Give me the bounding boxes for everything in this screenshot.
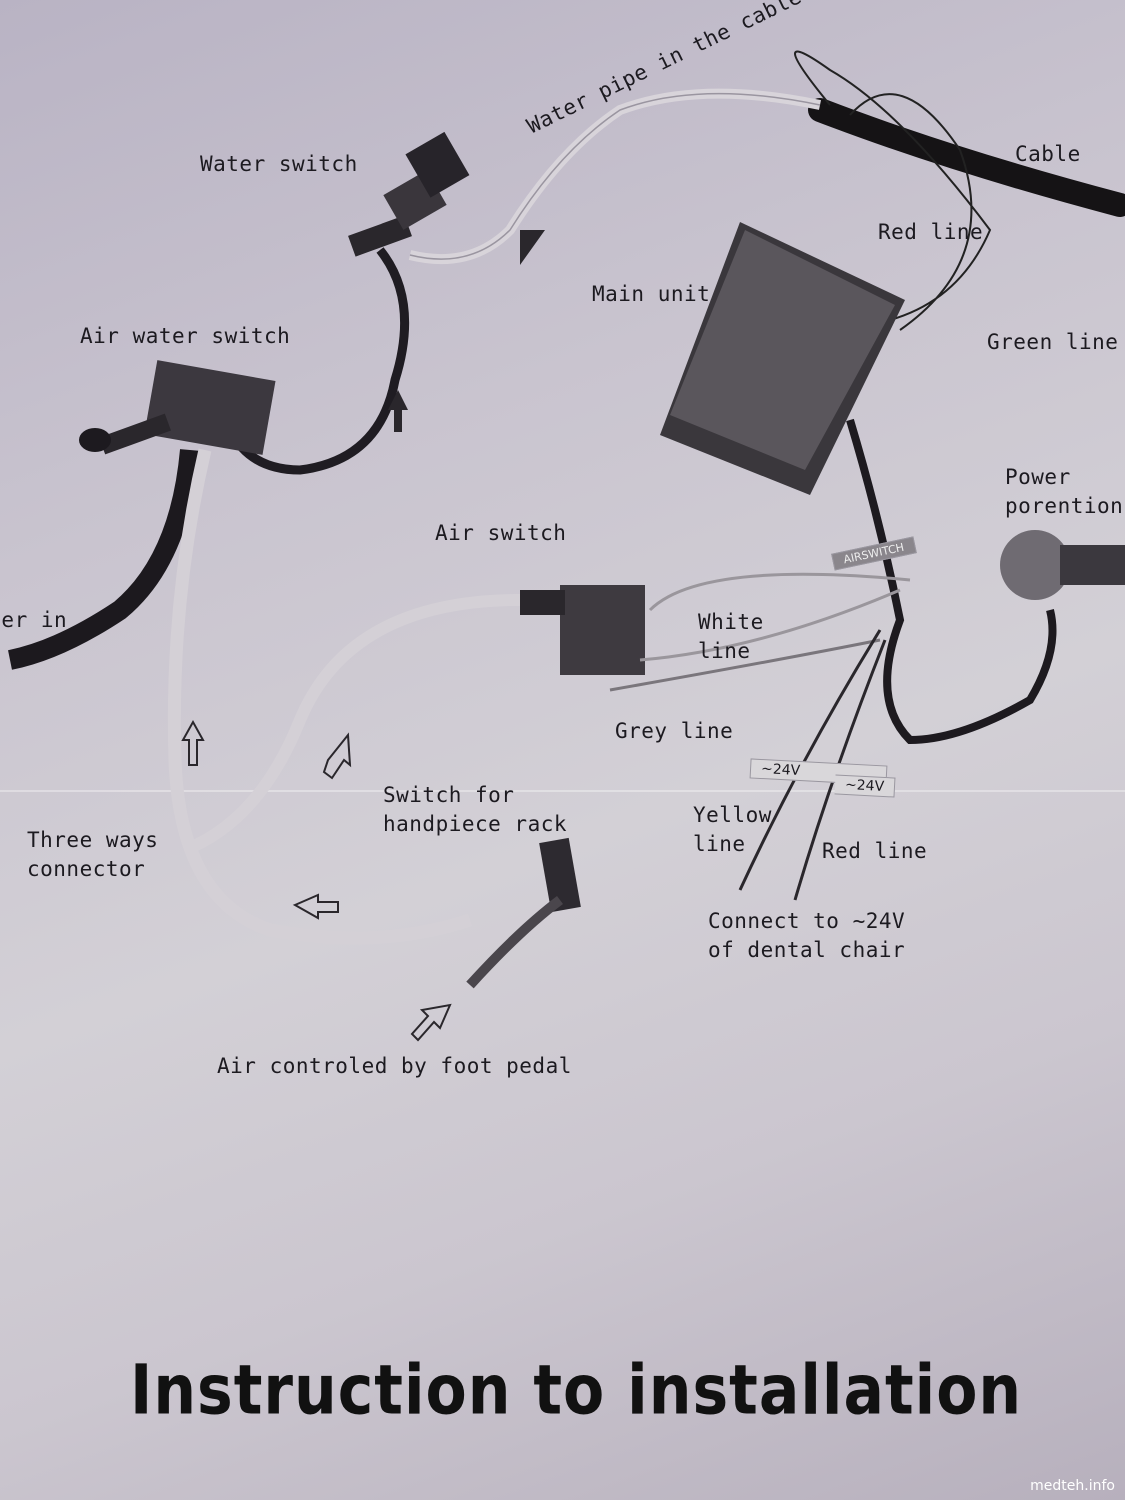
power-potentiometer <box>1000 530 1070 600</box>
label-red-line-bottom: Red line <box>822 839 928 863</box>
label-yellow-line: Yellow line <box>693 803 772 856</box>
cable <box>808 98 1125 217</box>
label-power-potentiometer: Power porention <box>1005 465 1124 518</box>
water-switch <box>348 131 470 257</box>
label-water-switch: Water switch <box>200 152 358 176</box>
label-foot-pedal: Air controled by foot pedal <box>217 1054 572 1078</box>
handpiece-rack-switch <box>539 837 581 913</box>
label-switch-handpiece-rack: Switch for handpiece rack <box>383 783 568 836</box>
label-grey-line: Grey line <box>615 719 734 743</box>
air-switch <box>560 585 645 675</box>
label-white-line: White line <box>698 610 764 663</box>
cable-wires <box>794 50 992 331</box>
label-connect-24v: Connect to ~24V of dental chair <box>708 909 906 962</box>
air-water-switch <box>79 360 276 455</box>
label-green-line: Green line <box>987 330 1119 354</box>
page-title: Instruction to installation <box>130 1350 1023 1431</box>
label-air-water-switch: Air water switch <box>80 324 291 348</box>
watermark: medteh.info <box>1030 1478 1115 1494</box>
label-red-line-top: Red line <box>878 220 984 244</box>
label-main-unit: Main unit <box>592 282 711 306</box>
label-air-switch: Air switch <box>435 521 567 545</box>
label-water-in: Water in <box>0 608 68 632</box>
label-three-ways-connector: Three ways connector <box>27 828 159 881</box>
label-cable: Cable <box>1015 142 1081 166</box>
paper-fold <box>0 790 1125 792</box>
flow-arrows <box>388 230 545 432</box>
tag-24v-b: ~24V <box>834 774 896 798</box>
